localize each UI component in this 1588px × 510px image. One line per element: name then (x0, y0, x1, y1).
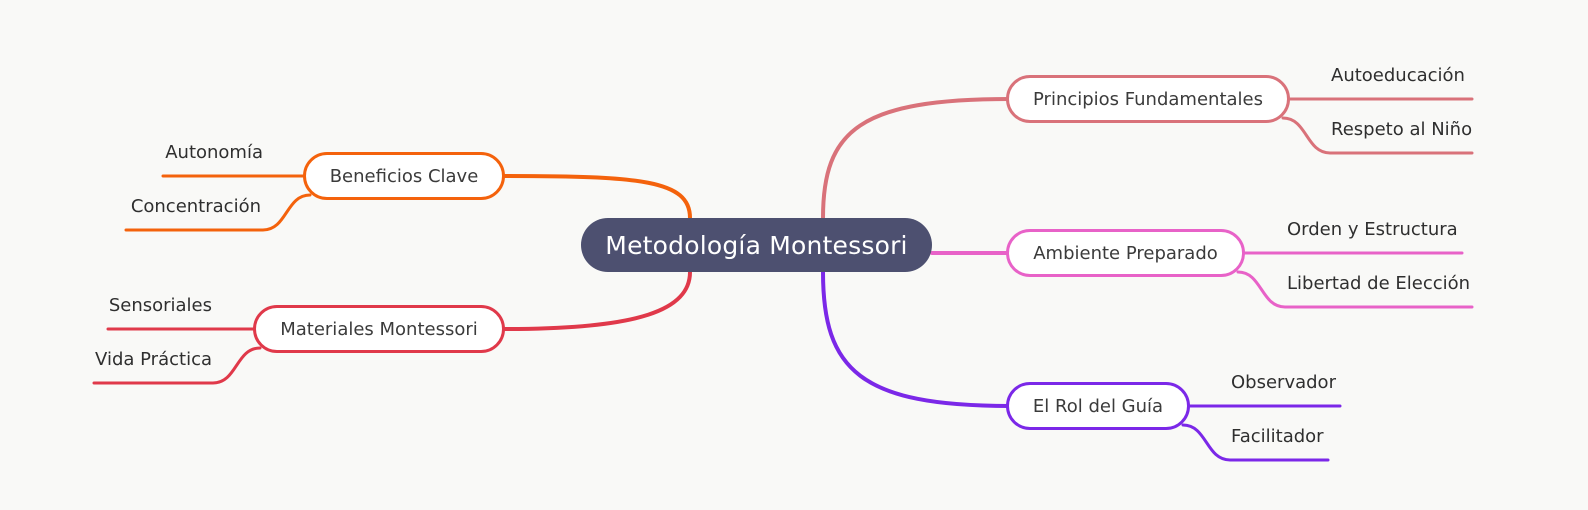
leaf-label-concentracion[interactable]: Concentración (61, 196, 261, 217)
leaf-label-orden-y-estructura[interactable]: Orden y Estructura (1287, 219, 1458, 240)
branch-node-label: Beneficios Clave (329, 165, 479, 187)
branch-node-label: Materiales Montessori (280, 318, 478, 340)
leaf-text: Orden y Estructura (1287, 219, 1458, 240)
leaf-text: Autonomía (165, 142, 263, 163)
leaf-label-observador[interactable]: Observador (1231, 372, 1336, 393)
leaf-label-sensoriales[interactable]: Sensoriales (12, 295, 212, 316)
root-node-label: Metodología Montessori (605, 230, 908, 260)
leaf-label-facilitador[interactable]: Facilitador (1231, 426, 1324, 447)
branch-node-label: El Rol del Guía (1032, 395, 1164, 417)
leaf-text: Respeto al Niño (1331, 119, 1473, 140)
branch-node-materiales-montessori[interactable]: Materiales Montessori (253, 305, 505, 353)
leaf-label-autoeducacion[interactable]: Autoeducación (1331, 65, 1465, 86)
leaf-label-autonomia[interactable]: Autonomía (63, 142, 263, 163)
trunk-beneficios-clave (503, 174, 692, 220)
branch-node-principios-fundamentales[interactable]: Principios Fundamentales (1006, 75, 1290, 123)
leaf-text: Facilitador (1231, 426, 1324, 447)
branch-node-beneficios-clave[interactable]: Beneficios Clave (303, 152, 505, 200)
branch-node-label: Principios Fundamentales (1033, 88, 1263, 110)
branch-node-el-rol-del-guia[interactable]: El Rol del Guía (1006, 382, 1190, 430)
branch-node-ambiente-preparado[interactable]: Ambiente Preparado (1006, 229, 1245, 277)
leaf-text: Autoeducación (1331, 65, 1465, 86)
leaf-text: Libertad de Elección (1287, 273, 1471, 294)
branch-node-label: Ambiente Preparado (1033, 242, 1218, 264)
leaf-text: Concentración (130, 196, 261, 217)
leaf-label-libertad-de-eleccion[interactable]: Libertad de Elección (1287, 273, 1470, 294)
leaf-text: Vida Práctica (95, 349, 212, 370)
root-node[interactable]: Metodología Montessori (581, 218, 932, 272)
leaf-text: Sensoriales (108, 295, 212, 316)
leaf-label-vida-practica[interactable]: Vida Práctica (12, 349, 212, 370)
leaf-label-respeto-al-nino[interactable]: Respeto al Niño (1331, 119, 1472, 140)
leaf-text: Observador (1231, 372, 1336, 393)
trunk-principios-fundamentales (821, 97, 1012, 220)
trunk-materiales-montessori (503, 270, 692, 331)
trunk-el-rol-del-guia (821, 270, 1012, 408)
